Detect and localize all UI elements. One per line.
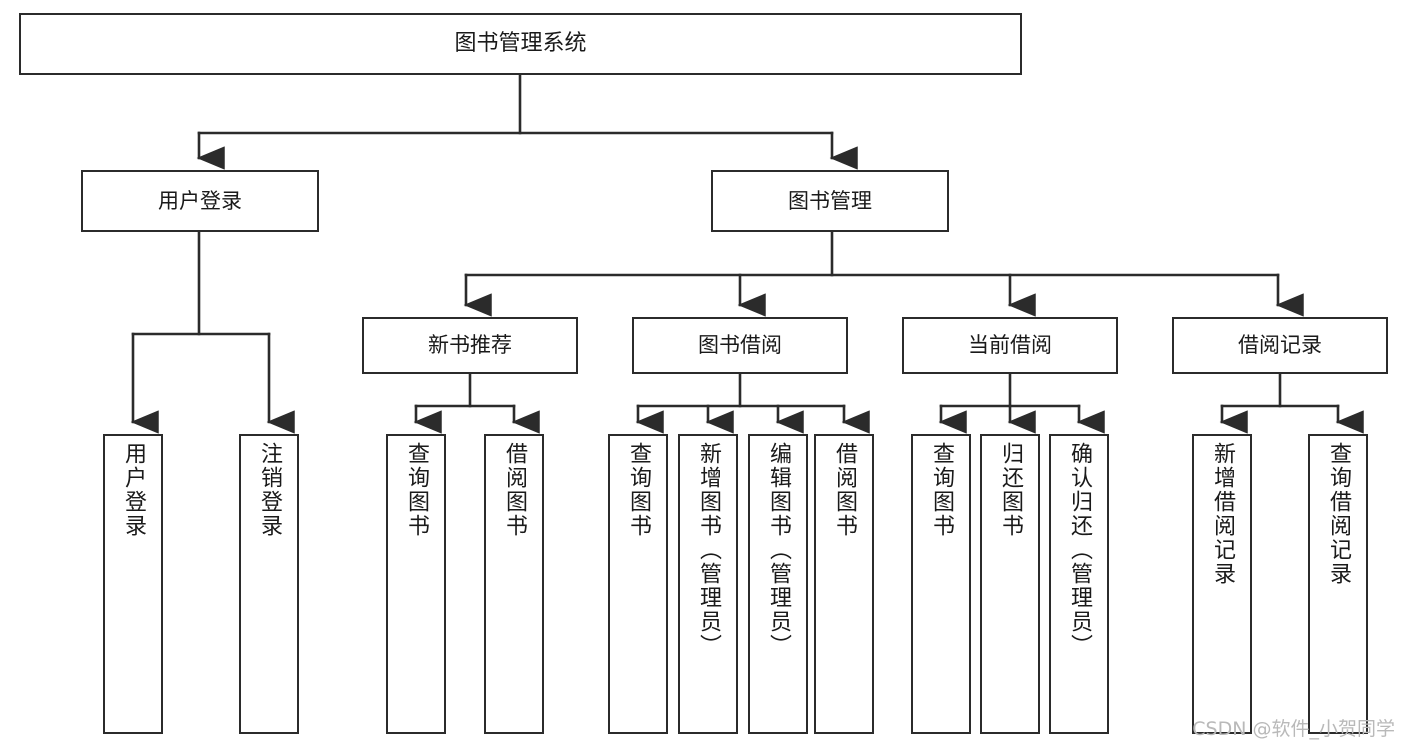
leaf-confirm-return-admin[interactable]: 确认归还（管理员） xyxy=(1049,434,1109,734)
leaf-query-book-borrow[interactable]: 查询图书 xyxy=(608,434,668,734)
node-book-management[interactable]: 图书管理 xyxy=(711,170,949,232)
node-root-system[interactable]: 图书管理系统 xyxy=(19,13,1022,75)
leaf-borrow-book[interactable]: 借阅图书 xyxy=(814,434,874,734)
node-label: 借阅记录 xyxy=(1238,333,1322,358)
node-label: 当前借阅 xyxy=(968,333,1052,358)
node-user-login[interactable]: 用户登录 xyxy=(81,170,319,232)
node-borrow-records[interactable]: 借阅记录 xyxy=(1172,317,1388,374)
node-label: 借阅图书 xyxy=(832,442,857,538)
node-label: 图书管理 xyxy=(788,188,872,213)
leaf-add-borrow-record[interactable]: 新增借阅记录 xyxy=(1192,434,1252,734)
leaf-return-book[interactable]: 归还图书 xyxy=(980,434,1040,734)
node-label: 用户登录 xyxy=(121,442,146,538)
leaf-edit-book-admin[interactable]: 编辑图书（管理员） xyxy=(748,434,808,734)
leaf-query-book-current[interactable]: 查询图书 xyxy=(911,434,971,734)
node-label: 图书管理系统 xyxy=(454,31,587,57)
leaf-query-borrow-record[interactable]: 查询借阅记录 xyxy=(1308,434,1368,734)
node-label: 注销登录 xyxy=(257,442,282,538)
node-label: 确认归还（管理员） xyxy=(1067,442,1092,658)
node-label: 查询借阅记录 xyxy=(1326,442,1351,586)
node-label: 新书推荐 xyxy=(428,333,512,358)
leaf-borrow-book-recommend[interactable]: 借阅图书 xyxy=(484,434,544,734)
node-label: 查询图书 xyxy=(929,442,954,538)
node-book-borrow[interactable]: 图书借阅 xyxy=(632,317,848,374)
leaf-user-login[interactable]: 用户登录 xyxy=(103,434,163,734)
node-label: 图书借阅 xyxy=(698,333,782,358)
leaf-query-book-recommend[interactable]: 查询图书 xyxy=(386,434,446,734)
node-label: 查询图书 xyxy=(404,442,429,538)
node-label: 借阅图书 xyxy=(502,442,527,538)
node-label: 查询图书 xyxy=(626,442,651,538)
watermark-text: CSDN @软件_小贺同学 xyxy=(1192,718,1395,740)
node-label: 编辑图书（管理员） xyxy=(766,442,791,658)
node-new-book-recommend[interactable]: 新书推荐 xyxy=(362,317,578,374)
leaf-add-book-admin[interactable]: 新增图书（管理员） xyxy=(678,434,738,734)
node-current-borrow[interactable]: 当前借阅 xyxy=(902,317,1118,374)
node-label: 归还图书 xyxy=(998,442,1023,538)
node-label: 新增借阅记录 xyxy=(1210,442,1235,586)
leaf-logout[interactable]: 注销登录 xyxy=(239,434,299,734)
node-label: 新增图书（管理员） xyxy=(696,442,721,658)
node-label: 用户登录 xyxy=(158,188,242,213)
